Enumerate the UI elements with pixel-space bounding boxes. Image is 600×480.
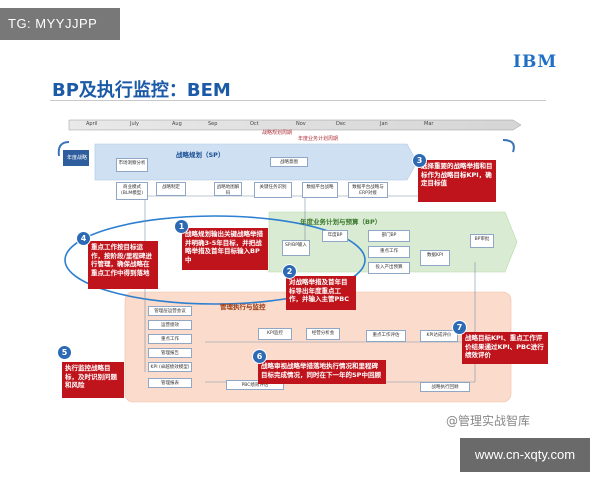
section-title-exec: 管理执行与监控 xyxy=(220,303,266,311)
sp-box: 战略意图 xyxy=(270,157,308,167)
cycle-arrow-right xyxy=(502,139,515,153)
month-label: April xyxy=(86,121,98,127)
step-number-4: 4 xyxy=(76,231,91,246)
watermark-bottom: www.cn-xqty.com xyxy=(460,438,590,472)
step-number-7: 7 xyxy=(452,320,467,335)
step-number-6: 6 xyxy=(252,349,267,364)
month-label: July xyxy=(130,121,139,127)
month-label: Oct xyxy=(250,121,259,127)
exec-box: 管理报表 xyxy=(148,378,192,388)
callout-6: 战略审视战略举措落地执行情况和里程碑目标完成情况，同时在下一年的SP中回顾 xyxy=(258,360,386,384)
sp-box: 关键任务识别 xyxy=(254,182,292,198)
source-attribution: @管理实战智库 xyxy=(446,414,531,428)
ibm-logo: IBM xyxy=(513,52,558,72)
sp-box: 战略地图解码 xyxy=(214,182,242,196)
exec-box: KPI (卓越绩效模型) xyxy=(148,362,192,372)
bp-box: BP审批 xyxy=(470,234,494,248)
year-strategy-label: 年度战略 xyxy=(66,155,87,161)
exec-box: KPI达成评价 xyxy=(420,330,458,342)
callout-7: 战略目标KPI、重点工作评价结果通过KPI、PBC进行绩效评价 xyxy=(462,332,548,364)
exec-box: KPI监控 xyxy=(258,328,292,340)
sp-box: 数据平台战略 xyxy=(302,182,338,198)
page-title: BP及执行监控：BEM xyxy=(52,80,231,101)
step-number-2: 2 xyxy=(282,264,297,279)
callout-1: 战略规划输出关键战略举措并明确3-5年目标，并把战略举措及首年目标输入BP中 xyxy=(182,228,268,270)
title-divider xyxy=(50,100,546,101)
sp-box: 市场洞察分析 xyxy=(116,158,148,172)
sp-box: 战略制定 xyxy=(156,182,186,196)
step-number-3: 3 xyxy=(412,153,427,168)
bp-box: 部门BP xyxy=(368,230,410,242)
exec-box: 重点工作 xyxy=(148,334,192,344)
exec-box: 重点工作评估 xyxy=(366,330,406,342)
month-label: Aug xyxy=(172,121,182,127)
section-title-bp: 年度业务计划与预算（BP） xyxy=(300,218,382,226)
timeline-arrow xyxy=(68,119,522,131)
exec-box: 运营绩效 xyxy=(148,320,192,330)
sp-band xyxy=(94,143,418,181)
exec-box: 经营分析会 xyxy=(306,328,340,340)
callout-2: 对战略举措及首年目标导出年度重点工作，并输入主管PBC xyxy=(286,276,356,310)
cycle-arrow-left xyxy=(57,141,70,157)
bp-box: 年度BP xyxy=(322,230,348,242)
sp-box: 数据平台战略与ERP对接 xyxy=(348,182,388,198)
step-number-5: 5 xyxy=(57,345,72,360)
bp-box: 数据KPI xyxy=(420,250,450,266)
step-number-1: 1 xyxy=(174,219,189,234)
section-title-sp: 战略规划（SP） xyxy=(176,151,225,159)
timeline-note-bp: 年度业务计划周期 xyxy=(298,136,339,142)
callout-3: 选择重要的战略举措和目标作为战略目标KPI，确定目标值 xyxy=(418,160,496,202)
month-label: Nov xyxy=(296,121,306,127)
sp-box: 商业模式 (BLM模型) xyxy=(116,182,148,200)
bem-diagram xyxy=(57,119,522,403)
year-strategy-box xyxy=(63,150,89,166)
bp-box: 投入产出预算 xyxy=(368,262,410,274)
exec-box: 管理层运营会议 xyxy=(148,306,192,316)
month-label: Dec xyxy=(336,121,346,127)
month-label: Mar xyxy=(424,121,434,127)
focus-ellipse xyxy=(64,215,366,305)
exec-box: 管理报告 xyxy=(148,348,192,358)
callout-4: 重点工作按目标运作，按阶段/里程碑进行管理，确保战略在重点工作中得到落地 xyxy=(88,241,158,289)
month-label: Jan xyxy=(380,121,388,127)
bp-box: 重点工作 xyxy=(368,246,410,258)
month-label: Sep xyxy=(208,121,218,127)
bp-band xyxy=(268,211,518,273)
exec-box: PBC绩效评估 xyxy=(226,380,284,390)
exec-box: 战略执行回顾 xyxy=(420,382,470,392)
watermark-top: TG: MYYJJPP xyxy=(0,8,120,40)
bp-box: SP/BP输入 xyxy=(282,240,310,256)
callout-5: 执行监控战略目标，及时识别问题和风险 xyxy=(62,362,124,398)
timeline-note-sp: 战略规划周期 xyxy=(262,130,293,136)
